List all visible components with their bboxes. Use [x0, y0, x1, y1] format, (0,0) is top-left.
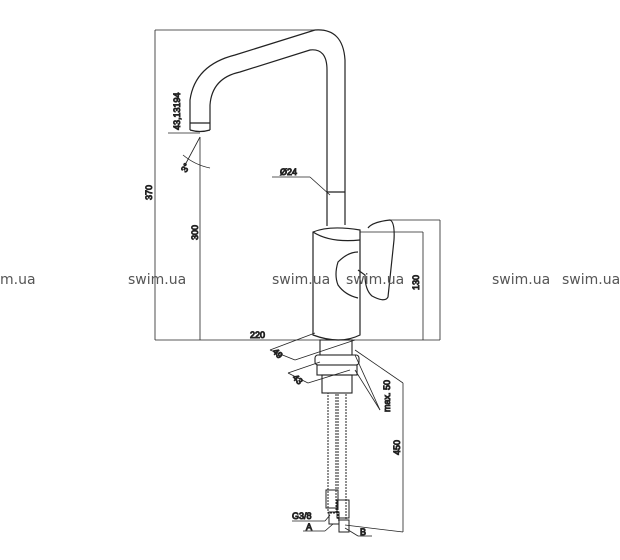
- hoses: [325, 392, 350, 533]
- watermark: swim.ua: [272, 272, 331, 288]
- dim-mount: 43: [291, 372, 305, 386]
- dimension-lines: [154, 29, 441, 537]
- watermark: swim.ua: [492, 272, 551, 288]
- dim-max-deck: max. 50: [382, 380, 392, 412]
- dim-thread: G3/8: [292, 511, 312, 521]
- watermark: swim.ua: [128, 272, 187, 288]
- dim-reach: 220: [250, 330, 265, 340]
- faucet-body: [312, 219, 395, 341]
- dim-angle: 3°: [179, 161, 192, 174]
- dim-hose-length: 450: [392, 440, 402, 455]
- dim-base: 49: [271, 346, 285, 360]
- dim-pipe-diameter: Ø24: [280, 167, 297, 177]
- mount-assembly: [314, 339, 360, 394]
- watermark: m.ua: [0, 272, 36, 288]
- label-a: A: [306, 522, 312, 532]
- dim-spout-height: 300: [190, 225, 200, 240]
- watermark: swim.ua: [346, 272, 405, 288]
- dim-body-height: 130: [411, 275, 421, 290]
- watermark: swim.ua: [562, 272, 620, 288]
- dim-aerator: 43,13194: [172, 92, 182, 130]
- dim-total-height: 370: [144, 185, 154, 200]
- label-b: B: [360, 527, 366, 537]
- spout: [189, 29, 346, 226]
